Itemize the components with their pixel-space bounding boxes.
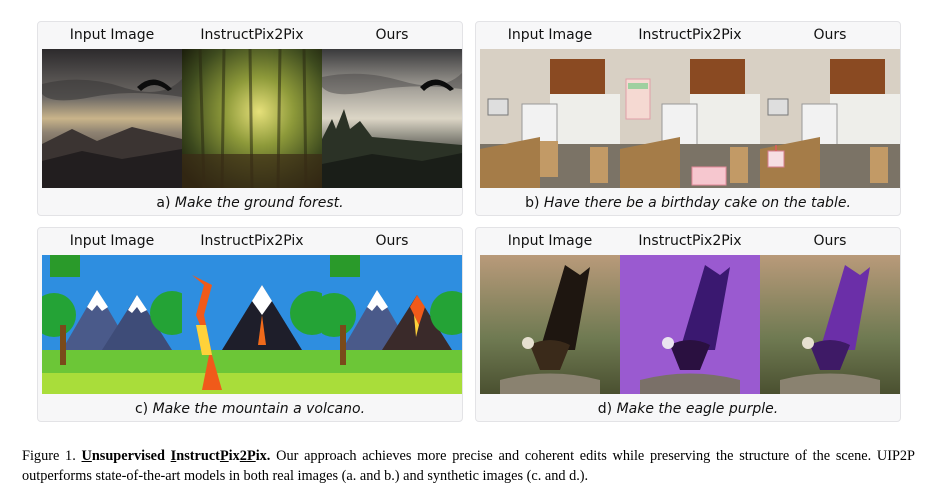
panel-caption-c: c) Make the mountain a volcano. <box>38 401 462 417</box>
title-part: nstruct <box>176 448 220 464</box>
title-digit-2: 2 <box>239 448 247 464</box>
column-header-ours: Ours <box>813 27 847 43</box>
panel-instruction: Make the mountain a volcano. <box>152 401 366 417</box>
panel-d: Input Image InstructPix2Pix Ours <box>475 227 901 422</box>
panel-instruction: Make the eagle purple. <box>616 401 779 417</box>
column-header-ours: Ours <box>375 27 409 43</box>
input-image-c <box>42 255 182 394</box>
panel-c: Input Image InstructPix2Pix Ours <box>37 227 463 422</box>
title-part: nsupervised <box>91 448 171 464</box>
column-header-input: Input Image <box>507 233 593 249</box>
panel-b: Input Image InstructPix2Pix Ours <box>475 21 901 216</box>
title-letter-p2: P <box>246 448 256 464</box>
ours-image-b <box>760 49 900 188</box>
input-image-b <box>480 49 620 188</box>
instructpix2pix-image-b <box>620 49 760 188</box>
panel-label: b) <box>525 195 540 211</box>
figure-number: Figure 1. <box>22 448 76 464</box>
panel-a: Input Image InstructPix2Pix Ours <box>37 21 463 216</box>
title-letter-u: U <box>81 448 92 464</box>
title-letter-i: I <box>170 448 177 464</box>
input-image-a <box>42 49 182 188</box>
panel-caption-a: a) Make the ground forest. <box>38 195 462 211</box>
panel-label: c) <box>134 401 149 417</box>
panel-caption-d: d) Make the eagle purple. <box>476 401 900 417</box>
column-header-instructpix2pix: InstructPix2Pix <box>200 27 304 43</box>
column-header-instructpix2pix: InstructPix2Pix <box>638 27 742 43</box>
instructpix2pix-image-c <box>182 255 322 394</box>
ours-image-d <box>760 255 900 394</box>
title-part: ix <box>228 448 240 464</box>
column-header-input: Input Image <box>69 233 155 249</box>
panel-caption-b: b) Have there be a birthday cake on the … <box>476 195 900 211</box>
input-image-d <box>480 255 620 394</box>
title-part: ix. <box>255 448 271 464</box>
instructpix2pix-image-d <box>620 255 760 394</box>
column-header-input: Input Image <box>69 27 155 43</box>
panel-instruction: Make the ground forest. <box>174 195 344 211</box>
column-header-ours: Ours <box>375 233 409 249</box>
column-header-input: Input Image <box>507 27 593 43</box>
panel-label: d) <box>597 401 613 417</box>
column-header-instructpix2pix: InstructPix2Pix <box>200 233 304 249</box>
column-header-ours: Ours <box>813 233 847 249</box>
ours-image-a <box>322 49 462 188</box>
figure-title: Unsupervised InstructPix2Pix. <box>82 448 271 464</box>
panel-instruction: Have there be a birthday cake on the tab… <box>543 195 851 211</box>
panel-label: a) <box>156 195 171 211</box>
title-letter-p: P <box>219 448 229 464</box>
instructpix2pix-image-a <box>182 49 322 188</box>
figure-caption: Figure 1. Unsupervised InstructPix2Pix. … <box>22 446 915 486</box>
caption-body: Our approach achieves more precise and c… <box>22 448 916 484</box>
ours-image-c <box>322 255 462 394</box>
column-header-instructpix2pix: InstructPix2Pix <box>638 233 742 249</box>
